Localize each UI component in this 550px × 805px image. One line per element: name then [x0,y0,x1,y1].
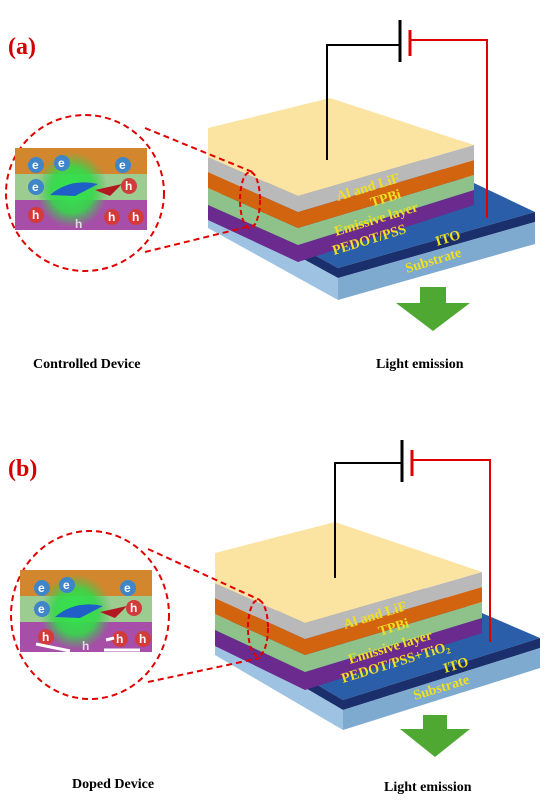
tpbi-layer [215,587,482,655]
hole-icon [28,207,44,223]
layer-stack-a [208,98,474,262]
label-ito: ITO [434,228,463,250]
al-lif-layer [208,145,474,212]
zoom-line-bottom-a [144,224,256,253]
svg-text:e: e [38,581,45,595]
svg-text:h: h [116,632,123,646]
svg-text:h: h [139,632,146,646]
emissive-layer [215,602,482,672]
hole-icon: h [75,217,82,231]
label-ito: ITO [442,655,471,677]
panel-a: Al and LiF TPBi Emissive layer PEDOT/PSS… [5,20,535,331]
pedot-tio2-layer [215,618,482,690]
caption-light-emission-a: Light emission [376,357,464,372]
electron-icon [28,179,44,195]
ito-plate-side-right [343,638,540,710]
svg-text:h: h [125,179,132,193]
hole-icon [121,178,137,194]
svg-text:e: e [32,158,39,172]
panel-b: Al and LiF TPBi Emissive layer PEDOT/PSS… [10,440,540,757]
hole-icon [128,209,144,225]
caption-controlled-device: Controlled Device [33,357,141,372]
svg-text:e: e [124,581,131,595]
electron-icon [59,577,75,593]
svg-text:e: e [32,180,39,194]
svg-text:h: h [42,630,49,644]
magnified-view-b: e e e e h h h h h [10,530,170,700]
zoom-line-top-b [147,548,261,601]
substrate-plate-side-right [338,222,535,300]
al-lif-layer [215,572,482,639]
hole-icon [104,209,120,225]
svg-text:e: e [38,602,45,616]
zoom-spot-b [247,599,269,657]
electron-icon [54,155,70,171]
svg-text:e: e [58,156,65,170]
caption-light-emission-b: Light emission [384,780,472,795]
panel-label-a: (a) [8,34,36,60]
svg-text:e: e [119,158,126,172]
hole-icon [38,629,54,645]
svg-text:h: h [132,210,139,224]
electron-icon [120,580,136,596]
svg-text:h: h [32,208,39,222]
light-emission-arrow-a [396,287,470,331]
tio2-particle [105,636,115,642]
tio2-particle [35,642,71,653]
light-emission-arrow-b [400,715,470,757]
ito-plate-side-right [338,212,535,278]
pedot-layer [208,190,474,262]
magnified-view-a: e e e e h h h h h [5,114,165,272]
svg-text:h: h [130,601,137,615]
substrate-plate-side-right [343,648,540,730]
layer-stack-b [215,522,482,690]
hole-icon [135,631,151,647]
panel-label-b: (b) [8,456,38,482]
top-electrode [208,98,474,196]
top-electrode [215,522,482,623]
caption-doped-device: Doped Device [72,777,155,792]
electron-icon [34,580,50,596]
zoom-spot-a [239,171,261,229]
zoom-line-bottom-b [147,657,261,683]
emissive-layer [208,175,474,245]
hole-icon: h [82,639,89,653]
electron-icon [28,157,44,173]
wire-black-a [326,44,400,160]
electron-icon [34,601,50,617]
tpbi-layer [208,160,474,228]
svg-text:e: e [63,578,70,592]
electron-icon [115,157,131,173]
hole-icon [112,631,128,647]
svg-text:h: h [108,210,115,224]
wire-red-a [410,39,488,218]
hole-icon [126,600,142,616]
wire-red-b [412,459,491,642]
wire-black-b [334,462,402,578]
